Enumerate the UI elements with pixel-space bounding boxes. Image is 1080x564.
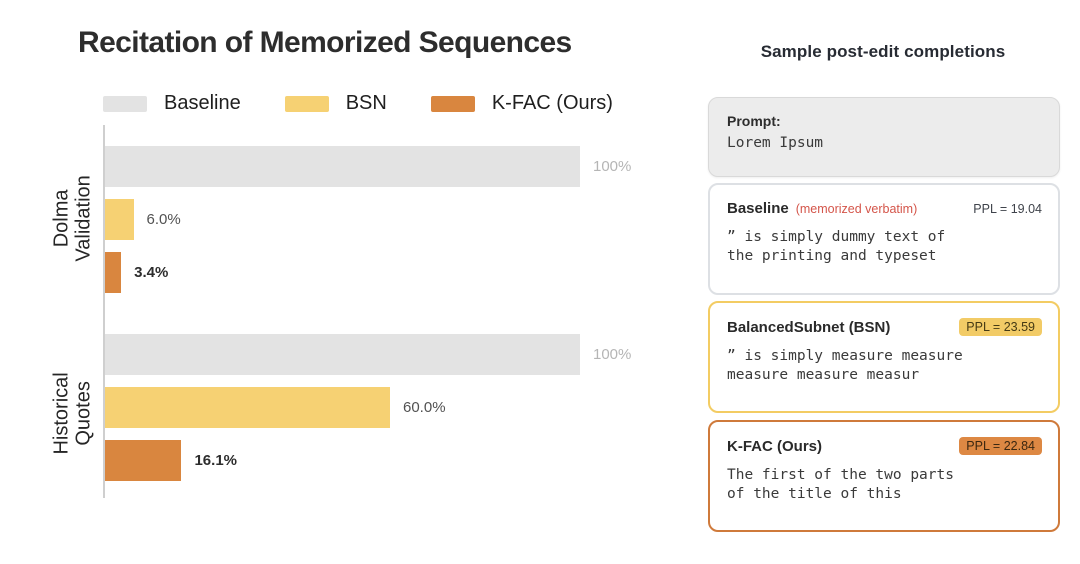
legend-swatch-bsn [284,95,329,112]
legend-item-bsn: BSN [284,92,387,115]
ppl-value: PPL = 19.04 [973,201,1042,216]
completion-line: ” is simply measure measure [727,348,963,364]
completion-text: ” is simply dummy text of the printing a… [727,228,1042,266]
prompt-label: Prompt: [727,113,781,129]
completion-line: measure measure measur [727,367,920,383]
completion-line: the printing and typeset [727,248,937,264]
y-axis-category-dolma-validation: Dolma Validation [51,118,96,318]
category-line: Historical [50,372,73,455]
bar-value-label: 3.4% [134,264,169,281]
bar-value-label: 60.0% [403,399,446,416]
card-title: BalancedSubnet (BSN) [727,318,891,336]
category-line: Dolma [50,189,73,248]
completion-text: ” is simply measure measure measure meas… [727,347,1042,385]
ppl-badge: PPL = 22.84 [959,437,1042,455]
panel-title: Sample post-edit completions [760,42,1006,61]
bar-bsn-dolma [105,199,134,240]
bar-row: 100% [105,146,631,187]
completion-card-baseline: Baseline (memorized verbatim) PPL = 19.0… [708,183,1060,295]
card-title: Baseline [727,200,789,217]
legend-label-bsn: BSN [345,92,387,114]
category-line: Quotes [73,381,95,446]
bar-baseline-dolma [105,146,580,187]
legend-swatch-baseline [103,95,147,112]
bar-kfac-dolma [105,252,122,293]
category-line: Validation [73,175,95,262]
bar-row: 100% [105,334,631,375]
bar-value-label: 100% [593,346,632,363]
card-header: K-FAC (Ours) PPL = 22.84 [727,437,1042,455]
legend-label-baseline: Baseline [164,92,241,114]
completion-card-bsn: BalancedSubnet (BSN) PPL = 23.59 ” is si… [708,301,1060,413]
bar-row: 60.0% [105,387,580,428]
ppl-badge: PPL = 23.59 [959,318,1042,336]
bar-kfac-historical [105,440,182,481]
chart-plot-area: 100% 6.0% 3.4% 100% 60.0% 16.1% [103,125,723,498]
bar-bsn-historical [105,387,390,428]
card-title: K-FAC (Ours) [727,437,822,455]
bar-value-label: 16.1% [194,452,238,469]
prompt-card: Prompt: Lorem Ipsum [708,97,1060,177]
y-axis-category-historical-quotes: Historical Quotes [51,313,96,513]
chart-title: Recitation of Memorized Sequences [78,26,572,59]
completion-card-kfac: K-FAC (Ours) PPL = 22.84 The first of th… [708,420,1060,532]
completion-text: The first of the two parts of the title … [727,466,1042,504]
prompt-text: Lorem Ipsum [727,135,824,151]
legend-item-baseline: Baseline [103,92,241,115]
completion-line: The first of the two parts [727,467,954,483]
bar-row: 6.0% [105,199,580,240]
legend-item-kfac: K-FAC (Ours) [430,92,613,115]
completion-line: of the title of this [727,486,902,502]
card-note: (memorized verbatim) [795,201,918,216]
bar-baseline-historical [105,334,580,375]
bar-row: 3.4% [105,252,580,293]
chart-legend: Baseline BSN K-FAC (Ours) [103,92,657,115]
bar-value-label: 6.0% [146,211,181,228]
card-header: Baseline (memorized verbatim) PPL = 19.0… [727,200,1042,217]
bar-value-label: 100% [593,158,632,175]
completion-line: ” is simply dummy text of [727,229,946,245]
card-header: BalancedSubnet (BSN) PPL = 23.59 [727,318,1042,336]
bar-row: 16.1% [105,440,580,481]
legend-swatch-kfac [430,95,475,112]
legend-label-kfac: K-FAC (Ours) [491,92,613,114]
